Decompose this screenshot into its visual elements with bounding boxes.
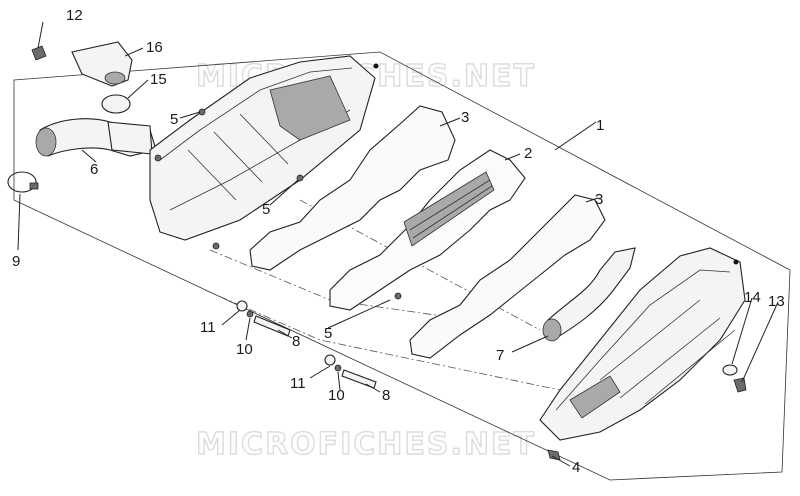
alignment-line-cover xyxy=(299,199,541,331)
callout-4: 4 xyxy=(572,459,580,476)
part-3-gasket-front xyxy=(249,105,456,271)
callout-16: 16 xyxy=(146,39,163,56)
reference-dot-top xyxy=(373,63,379,69)
callout-13: 13 xyxy=(768,293,785,310)
callout-11-lower: 11 xyxy=(290,375,306,392)
callout-15: 15 xyxy=(150,71,167,88)
part-4-screw xyxy=(547,449,561,461)
callout-8-lower: 8 xyxy=(382,387,390,404)
callout-5-bottom: 5 xyxy=(324,325,332,342)
callout-3-rear: 3 xyxy=(595,191,603,208)
callout-5-top: 5 xyxy=(170,111,178,128)
callout-14: 14 xyxy=(744,289,761,306)
callout-12: 12 xyxy=(66,7,83,24)
callout-8-upper: 8 xyxy=(292,333,300,350)
callout-2: 2 xyxy=(524,145,532,162)
part-3-gasket-rear xyxy=(409,194,606,359)
part-9-hose-clamp xyxy=(7,171,39,193)
callout-3-front: 3 xyxy=(461,109,469,126)
alignment-line-lower xyxy=(204,289,561,391)
leader-lines xyxy=(17,21,779,467)
part-5-grommets xyxy=(154,108,402,300)
callout-10-upper: 10 xyxy=(236,341,253,358)
part-8-10-11-bolts-lower xyxy=(324,354,377,389)
callout-11-upper: 11 xyxy=(200,319,216,336)
part-12-clip xyxy=(31,45,47,61)
part-8-10-11-bolts-upper xyxy=(236,300,291,337)
part-7-inner-duct xyxy=(542,247,636,342)
reference-dot-right xyxy=(733,259,739,265)
assembly-frame xyxy=(13,51,791,481)
watermark-bottom: MICROFICHES.NET xyxy=(196,427,536,462)
callout-10-lower: 10 xyxy=(328,387,345,404)
part-6-intake-duct xyxy=(35,118,157,157)
part-16-intake-hood xyxy=(71,41,133,87)
part-2-filter-element xyxy=(329,149,526,311)
part-15-ring xyxy=(101,94,131,114)
callout-9: 9 xyxy=(12,253,20,270)
callout-7: 7 xyxy=(496,347,504,364)
callout-6: 6 xyxy=(90,161,98,178)
callout-5-middle: 5 xyxy=(262,201,270,218)
air-box-case xyxy=(149,55,376,241)
part-1-cover xyxy=(539,247,746,441)
part-13-14-hardware xyxy=(722,364,747,393)
callout-1: 1 xyxy=(596,117,604,134)
